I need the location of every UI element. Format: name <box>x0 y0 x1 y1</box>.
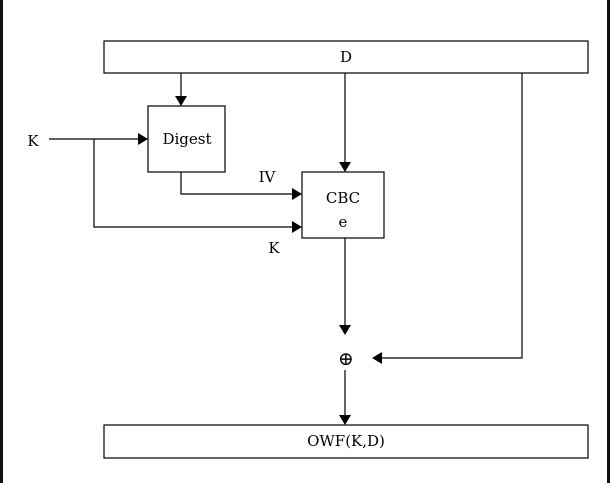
data-to-xor-line <box>382 73 523 359</box>
data-label: D <box>340 48 352 66</box>
digest-box <box>147 105 226 173</box>
output-label: OWF(K,D) <box>307 432 385 450</box>
arrowhead-output-top <box>339 415 351 425</box>
digest-label: Digest <box>162 130 211 148</box>
arrowhead-cbc-key <box>292 221 302 233</box>
key-to-cbc-line <box>93 139 292 228</box>
right-window-edge <box>607 0 610 483</box>
cbc-mode-label: e <box>339 213 348 231</box>
arrowhead-cbc-top <box>339 162 351 172</box>
output-box <box>103 424 589 459</box>
data-box <box>103 40 589 74</box>
arrowhead-digest-top <box>175 96 187 106</box>
cbc-label: CBC <box>326 189 360 207</box>
xor-symbol: ⊕ <box>338 348 354 370</box>
cbc-box <box>301 171 385 239</box>
cbc-key-label: K <box>268 239 280 257</box>
arrowhead-cbc-iv <box>292 188 302 200</box>
arrowhead-xor-right <box>372 352 382 364</box>
arrowhead-xor-top <box>339 325 351 335</box>
key-input-label: K <box>27 132 39 150</box>
iv-label: IV <box>259 168 277 186</box>
left-window-edge <box>0 0 3 483</box>
iv-to-cbc-line <box>180 172 292 195</box>
arrowhead-digest-left <box>138 133 148 145</box>
